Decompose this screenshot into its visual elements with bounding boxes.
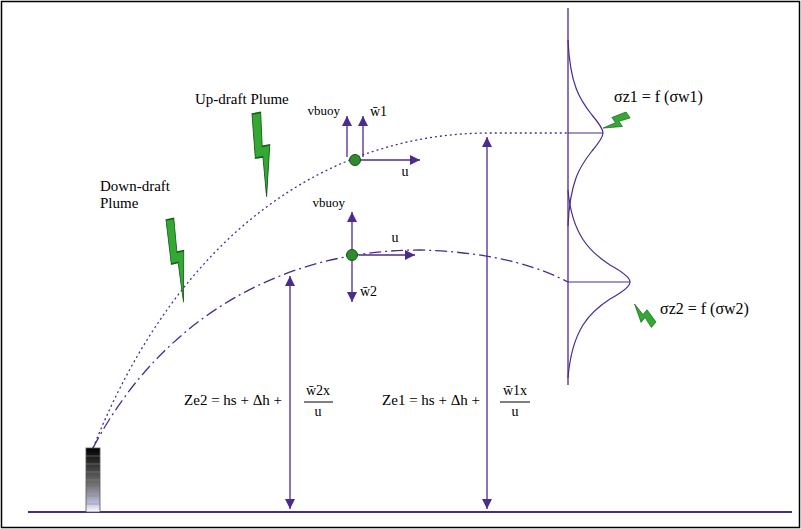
gaussian-curve [568, 190, 630, 378]
vector-label: u [402, 164, 409, 180]
fraction-bar [500, 402, 530, 403]
downdraft-curve [93, 250, 568, 448]
plume-label: Up-draft Plume [195, 91, 289, 108]
vector-label: u [392, 230, 399, 246]
lightning-pointer [162, 109, 658, 330]
centre-line [568, 132, 603, 133]
vector-arrow [359, 159, 420, 160]
plume-parcel [347, 250, 358, 261]
sigma-formula: σz2 = f (σw2) [660, 300, 749, 318]
ground-line [28, 511, 792, 513]
fraction-numerator: w̄1x [503, 383, 527, 399]
vector-arrow [362, 116, 363, 157]
centre-line [568, 281, 630, 282]
vector-label: w̄1 [370, 104, 387, 120]
vector-arrow [351, 259, 352, 302]
stack [86, 448, 100, 512]
sigma-formula: σz1 = f (σw1) [614, 88, 703, 106]
height-arrow [289, 276, 290, 509]
vector-label: w̄2 [360, 284, 377, 300]
vector-label: vbuoy [308, 104, 341, 119]
fraction-denominator: u [315, 404, 322, 420]
vector-arrow [346, 116, 347, 157]
fraction-numerator: w̄2x [306, 383, 330, 399]
fraction-bar [304, 402, 333, 403]
gaussian-curve [568, 40, 603, 226]
updraft-curve [93, 133, 568, 448]
height-arrow [486, 137, 487, 509]
height-formula: Ze1 = hs + Δh + [382, 392, 480, 409]
vector-arrow [351, 212, 352, 251]
plume-parcel [350, 155, 361, 166]
vector-label: vbuoy [313, 196, 346, 211]
plume-label: Down-draft Plume [100, 178, 182, 213]
height-formula: Ze2 = hs + Δh + [184, 392, 282, 409]
vector-arrow [359, 254, 415, 255]
fraction-denominator: u [512, 404, 519, 420]
